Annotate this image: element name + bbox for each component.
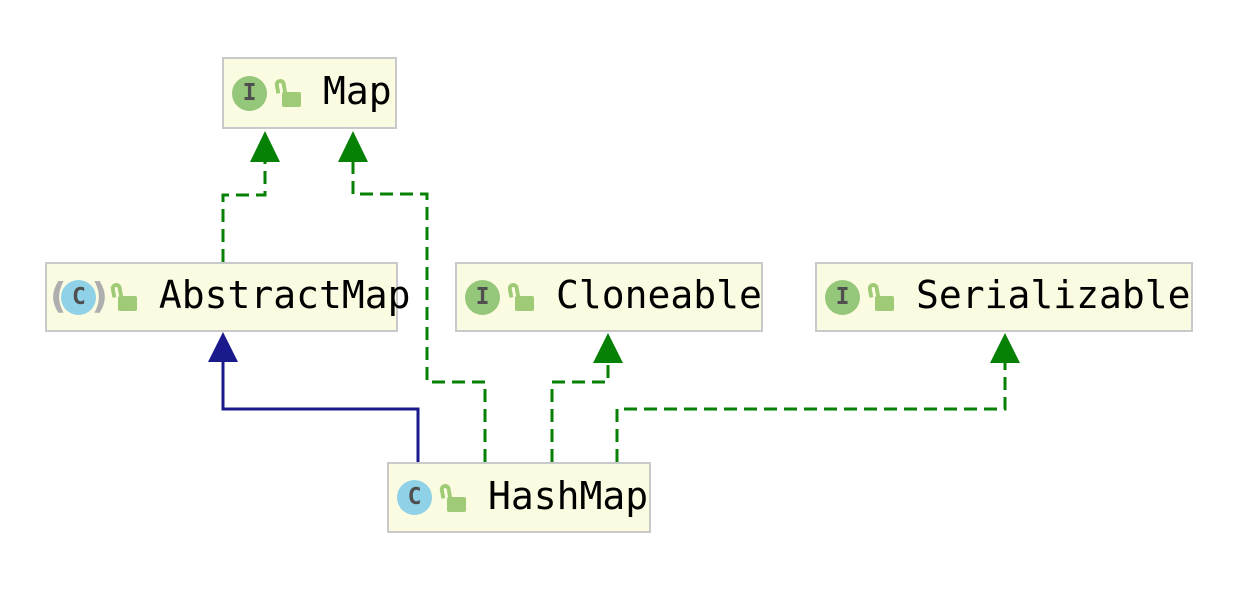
class-icon-letter: C <box>407 484 422 510</box>
class-node-hashmap[interactable]: C HashMap <box>387 462 651 533</box>
class-name-label: Map <box>323 69 392 113</box>
unlocked-padlock-icon <box>273 78 301 107</box>
class-node-map[interactable]: I Map <box>222 57 397 129</box>
interface-icon-letter: I <box>475 283 490 310</box>
implements-arrowhead <box>990 333 1020 363</box>
interface-icon-letter: I <box>835 283 850 310</box>
class-icon-letter: C <box>72 283 86 310</box>
class-name-label: HashMap <box>488 473 649 518</box>
interface-icon: I <box>825 279 860 315</box>
implements-arrowhead <box>250 131 280 162</box>
unlocked-padlock-icon <box>866 282 894 311</box>
class-name-label: Serializable <box>916 273 1191 317</box>
unlocked-padlock-icon <box>506 282 534 311</box>
interface-icon-letter: I <box>242 79 257 106</box>
edge-hashmap-implements-map[interactable] <box>338 131 487 462</box>
class-node-abstractmap[interactable]: ( C ) AbstractMap <box>45 262 411 332</box>
class-node-serializable[interactable]: I Serializable <box>815 262 1193 332</box>
class-icon: C <box>397 480 432 515</box>
class-node-cloneable[interactable]: I Cloneable <box>455 262 763 332</box>
implements-arrowhead <box>338 131 368 162</box>
extends-arrowhead <box>208 332 238 362</box>
unlocked-padlock-icon <box>109 282 137 311</box>
edge-hashmap-implements-cloneable[interactable] <box>550 333 623 462</box>
edge-abstractmap-implements-map[interactable] <box>221 131 280 262</box>
implements-arrowhead <box>593 333 623 363</box>
edge-hashmap-implements-serializable[interactable] <box>615 333 1020 462</box>
interface-icon: I <box>232 75 267 111</box>
class-name-label: AbstractMap <box>158 273 411 317</box>
interface-icon: I <box>465 279 500 315</box>
unlocked-padlock-icon <box>438 482 466 512</box>
class-name-label: Cloneable <box>556 273 762 317</box>
edge-hashmap-extends-abstractmap[interactable] <box>208 332 420 462</box>
abstract-class-icon: ( C ) <box>50 276 108 317</box>
